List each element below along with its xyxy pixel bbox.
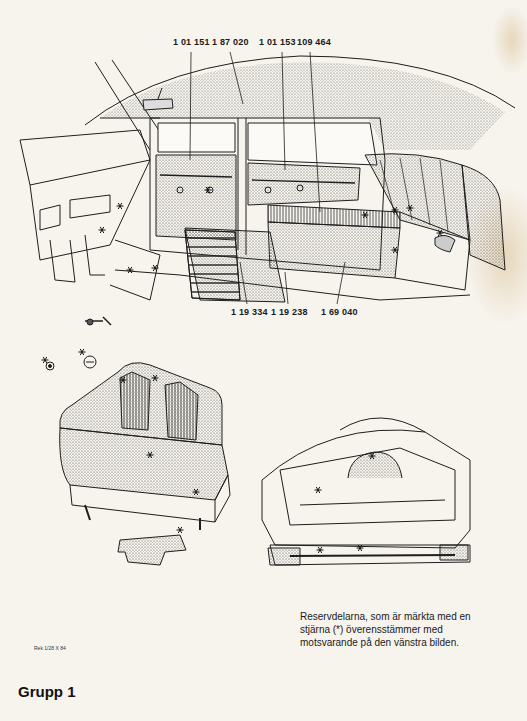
star-stroke bbox=[128, 267, 132, 273]
star-stroke bbox=[370, 453, 374, 459]
star-stroke bbox=[438, 230, 442, 236]
star-stroke bbox=[318, 547, 322, 553]
part-number: 1 01 151 bbox=[172, 38, 211, 48]
star-mark bbox=[127, 267, 134, 273]
part-number: 1 01 153 bbox=[258, 38, 297, 48]
star-stroke bbox=[393, 207, 397, 213]
star-stroke bbox=[128, 267, 132, 273]
star-stroke bbox=[80, 349, 84, 355]
front-seat bbox=[60, 363, 230, 565]
star-mark bbox=[99, 227, 106, 233]
star-mark bbox=[392, 247, 399, 253]
star-mark bbox=[357, 545, 364, 551]
star-mark bbox=[193, 489, 200, 495]
star-stroke bbox=[206, 187, 210, 193]
star-stroke bbox=[153, 265, 157, 271]
star-mark bbox=[120, 377, 127, 383]
star-mark bbox=[205, 187, 212, 193]
star-mark bbox=[152, 265, 159, 271]
print-note: Rek 1/28 X 84 bbox=[34, 646, 66, 652]
star-mark bbox=[437, 230, 444, 236]
star-stroke bbox=[393, 247, 397, 253]
star-stroke bbox=[194, 489, 198, 495]
star-mark bbox=[407, 205, 414, 211]
star-stroke bbox=[148, 452, 152, 458]
part-number: 1 87 020 bbox=[211, 38, 250, 48]
part-number: 1 19 238 bbox=[270, 308, 309, 318]
star-stroke bbox=[121, 377, 125, 383]
star-mark bbox=[42, 357, 49, 363]
star-stroke bbox=[206, 187, 210, 193]
star-stroke bbox=[358, 545, 362, 551]
star-stroke bbox=[370, 453, 374, 459]
caption-note: Reservdelarna, som är märkta med en stjä… bbox=[300, 610, 482, 649]
car-interior bbox=[20, 56, 515, 370]
star-stroke bbox=[178, 527, 182, 533]
star-stroke bbox=[408, 205, 412, 211]
group-heading: Grupp 1 bbox=[18, 684, 76, 701]
star-stroke bbox=[194, 489, 198, 495]
star-stroke bbox=[316, 487, 320, 493]
star-mark bbox=[392, 207, 399, 213]
star-mark bbox=[152, 375, 159, 381]
star-stroke bbox=[43, 357, 47, 363]
star-mark bbox=[79, 349, 86, 355]
star-mark bbox=[147, 452, 154, 458]
part-number: 1 19 334 bbox=[230, 308, 269, 318]
star-stroke bbox=[153, 375, 157, 381]
star-stroke bbox=[363, 212, 367, 218]
star-stroke bbox=[393, 207, 397, 213]
leader-lines bbox=[190, 52, 345, 304]
part-number: 109 464 bbox=[296, 38, 332, 48]
star-stroke bbox=[80, 349, 84, 355]
star-stroke bbox=[363, 212, 367, 218]
star-stroke bbox=[118, 203, 122, 209]
star-marks bbox=[42, 187, 444, 553]
star-stroke bbox=[100, 227, 104, 233]
star-mark bbox=[177, 527, 184, 533]
star-stroke bbox=[100, 227, 104, 233]
star-stroke bbox=[178, 527, 182, 533]
star-stroke bbox=[148, 452, 152, 458]
star-stroke bbox=[153, 265, 157, 271]
star-mark bbox=[362, 212, 369, 218]
star-stroke bbox=[408, 205, 412, 211]
stain bbox=[492, 5, 527, 75]
star-mark bbox=[317, 547, 324, 553]
star-mark bbox=[315, 487, 322, 493]
star-stroke bbox=[358, 545, 362, 551]
star-stroke bbox=[438, 230, 442, 236]
star-mark bbox=[117, 203, 124, 209]
star-stroke bbox=[118, 203, 122, 209]
trunk bbox=[262, 418, 470, 565]
star-stroke bbox=[318, 547, 322, 553]
star-stroke bbox=[153, 375, 157, 381]
star-stroke bbox=[121, 377, 125, 383]
star-stroke bbox=[43, 357, 47, 363]
part-number: 1 69 040 bbox=[320, 308, 359, 318]
star-mark bbox=[369, 453, 376, 459]
star-stroke bbox=[393, 247, 397, 253]
star-stroke bbox=[316, 487, 320, 493]
